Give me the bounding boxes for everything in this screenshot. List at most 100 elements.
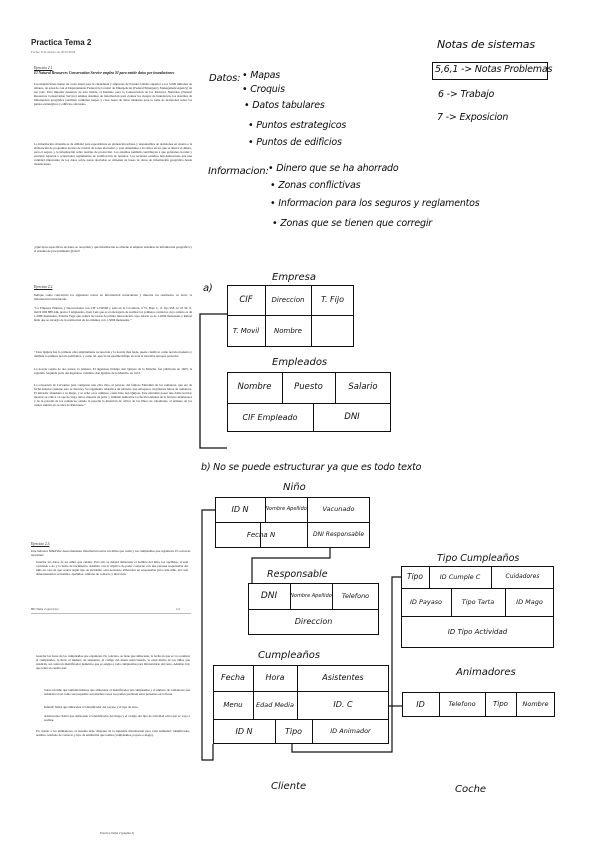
responsable-cell-nombre: Nombre Apellido bbox=[290, 592, 332, 599]
animadores-cell-tipo: Tipo bbox=[493, 700, 508, 708]
ex3-sub-bullet-2: Infantil: habrá que almacenar el identif… bbox=[44, 705, 139, 709]
tipo-cell-tipo: Tipo bbox=[406, 572, 423, 582]
cumple-cell-idn: ID N bbox=[235, 726, 253, 736]
label-cliente: Cliente bbox=[271, 781, 307, 792]
responsable-cell-dni: DNI bbox=[260, 590, 278, 601]
bottom-footer: Practica Tema 2 (página 2) bbox=[100, 831, 135, 835]
ex1-heading: Ejercicio 2.1 bbox=[34, 66, 53, 70]
ex1-question: ¿Qué tipos específicos de datos se recop… bbox=[34, 245, 192, 254]
tipo-title: Tipo Cumpleaños bbox=[437, 553, 520, 564]
ex2-heading: Ejercicio 2.2 bbox=[34, 285, 53, 289]
empresa-cell-direccion: Direccion bbox=[271, 295, 305, 304]
doc-title: Practica Tema 2 bbox=[31, 38, 92, 47]
notes-list-item-2: 6 -> Trabajo bbox=[438, 89, 495, 100]
ex1-paragraph-2: La información obtenida es de utilidad p… bbox=[34, 142, 192, 167]
empleados-title: Empleados bbox=[272, 357, 328, 368]
info-item-2: • Zonas conflictivas bbox=[270, 180, 361, 191]
info-item-3: • Informacion para los seguros y reglame… bbox=[270, 198, 480, 209]
ex2-text-1: “La Empresa Pinturas y Decoraciones con … bbox=[34, 306, 192, 323]
footer-right: 1/2 bbox=[176, 607, 181, 611]
cumpleanos-table: Fecha Hora Asistentes Menu Edad Media ID… bbox=[213, 665, 389, 744]
datos-item-5: • Puntos de edificios bbox=[248, 137, 342, 148]
ex3-sub-bullet-3: Adolescente: habrá que almacenar el iden… bbox=[44, 714, 190, 723]
animadores-cell-telefono: Telefono bbox=[448, 700, 476, 709]
empleados-cell-cif-empleado: CIF Empleado bbox=[242, 412, 298, 422]
empleados-cell-puesto: Puesto bbox=[294, 382, 323, 393]
responsable-title: Responsable bbox=[267, 569, 328, 580]
page-divider bbox=[31, 613, 191, 614]
ex3-sub-bullet-1: Sobre un niño que también hubiese que al… bbox=[44, 688, 190, 697]
nino-cell-fecha: Fecha N bbox=[246, 530, 276, 539]
tipo-cell-cuidadores: Cuidadores bbox=[505, 573, 540, 580]
empresa-cell-cif: CIF bbox=[239, 294, 253, 305]
info-label: Informacion: bbox=[208, 166, 269, 177]
animadores-cell-id: ID bbox=[416, 699, 425, 709]
ex2-intro: Indique como convertiría los siguientes … bbox=[34, 293, 192, 302]
cumple-cell-tipo: Tipo bbox=[284, 726, 303, 736]
empleados-cell-dni: DNI bbox=[344, 412, 360, 423]
ex3-bullet-1: Guardar los datos de los niños que cuida… bbox=[36, 560, 188, 577]
doc-meta: Fecha: 8 de marzo de 2024 2024 bbox=[31, 50, 76, 54]
ex2-text-3: La novela consta de dos partes: la prime… bbox=[34, 367, 192, 376]
datos-item-1: • Mapas bbox=[242, 70, 281, 81]
tipo-cell-tipo-tarta: Tipo Tarta bbox=[461, 597, 495, 606]
datos-item-3: • Datos tabulares bbox=[244, 100, 325, 111]
cumple-cell-menu: Menu bbox=[223, 700, 243, 709]
empleados-table: Nombre Puesto Salario CIF Empleado DNI bbox=[227, 372, 391, 432]
empleados-cell-nombre: Nombre bbox=[237, 382, 272, 393]
info-item-4: • Zonas que se tienen que corregir bbox=[272, 218, 432, 229]
label-coche: Coche bbox=[455, 784, 487, 795]
nino-cell-id: ID N bbox=[231, 504, 249, 514]
ex3-bullet-2: Guardar los datos de los cumpleaños que … bbox=[36, 654, 190, 671]
tipo-cell-id-cumple: ID Cumple C bbox=[439, 572, 481, 581]
notes-list-box bbox=[432, 62, 548, 80]
notes-list-item-1: 5,6,1 -> Notas Problemas bbox=[435, 64, 553, 75]
empresa-title: Empresa bbox=[272, 272, 317, 283]
cumpleanos-title: Cumpleaños bbox=[258, 650, 321, 661]
tipo-cell-id-mago: ID Mago bbox=[516, 597, 543, 606]
footer-left: BD Tema 2 ejercicios bbox=[31, 607, 59, 611]
ex2-text-4: La ocupación de Cervantes para componer … bbox=[34, 383, 192, 408]
tipo-cell-id-actividad: ID Tipo Actividad bbox=[447, 627, 508, 636]
tipo-cell-id-payaso: ID Payaso bbox=[409, 597, 443, 606]
empresa-table: CIF Direccion T. Fijo T. Movil Nombre bbox=[227, 285, 354, 347]
nino-cell-nombre: Nombre Apellido bbox=[265, 506, 307, 512]
cumple-cell-fecha: Fecha bbox=[221, 673, 245, 682]
ex3-heading: Ejercicio 2.3 bbox=[31, 542, 50, 546]
datos-item-2: • Croquis bbox=[242, 84, 285, 95]
responsable-table: DNI Nombre Apellido Telefono Direccion bbox=[248, 583, 379, 635]
nino-table: ID N Nombre Apellido Vacunado Fecha N DN… bbox=[215, 497, 370, 548]
notes-list-item-3: 7 -> Exposicion bbox=[437, 112, 509, 123]
cumple-cell-idc: ID. C bbox=[333, 700, 353, 709]
empresa-cell-tfijo: T. Fijo bbox=[321, 295, 344, 304]
part-a-label: a) bbox=[203, 283, 213, 294]
nino-cell-vacunado: Vacunado bbox=[322, 505, 355, 514]
notes-header-title: Notas de sistemas bbox=[437, 38, 535, 51]
ex1-paragraph-1: Las inundaciones tienen un coste anual p… bbox=[34, 82, 192, 107]
responsable-cell-telefono: Telefono bbox=[341, 591, 370, 600]
empleados-cell-salario: Salario bbox=[348, 382, 378, 393]
ex3-intro: Una ludoteca NiñoFeliz desea mantener in… bbox=[31, 549, 191, 558]
cumple-cell-hora: Hora bbox=[265, 673, 285, 682]
animadores-cell-nombre: Nombre bbox=[522, 700, 549, 709]
empresa-empleados-connector bbox=[199, 313, 227, 449]
nino-title: Niño bbox=[283, 482, 306, 493]
tipo-table: Tipo ID Cumple C Cuidadores ID Payaso Ti… bbox=[401, 566, 554, 648]
animadores-title: Animadores bbox=[456, 667, 516, 678]
datos-item-4: • Puntos estrategicos bbox=[248, 120, 347, 131]
ex3-bullet-3: En cuanto a los animadores, el sistema d… bbox=[36, 729, 190, 738]
empresa-cell-tmovil: T. Movil bbox=[232, 326, 260, 335]
responsable-cell-direccion: Direccion bbox=[294, 617, 333, 626]
cumple-cell-asistentes: Asistentes bbox=[322, 673, 364, 682]
ex2-text-2: “ Don Quijote fue la primera obra amplia… bbox=[34, 350, 192, 359]
datos-label: Datos: bbox=[209, 73, 241, 84]
empresa-cell-nombre: Nombre bbox=[274, 326, 302, 335]
part-b-label: b) No se puede estructurar ya que es tod… bbox=[201, 462, 422, 473]
ex1-subheading: El Natural Resources Conservation Servic… bbox=[34, 71, 175, 75]
cumple-cell-id-animador: ID Animador bbox=[330, 727, 371, 736]
cumple-cell-edad: Edad Media bbox=[256, 700, 294, 709]
nino-cell-dni-resp: DNI Responsable bbox=[312, 531, 365, 538]
info-item-1: • Dinero que se ha ahorrado bbox=[268, 163, 399, 174]
animadores-table: ID Telefono Tipo Nombre bbox=[402, 692, 555, 717]
